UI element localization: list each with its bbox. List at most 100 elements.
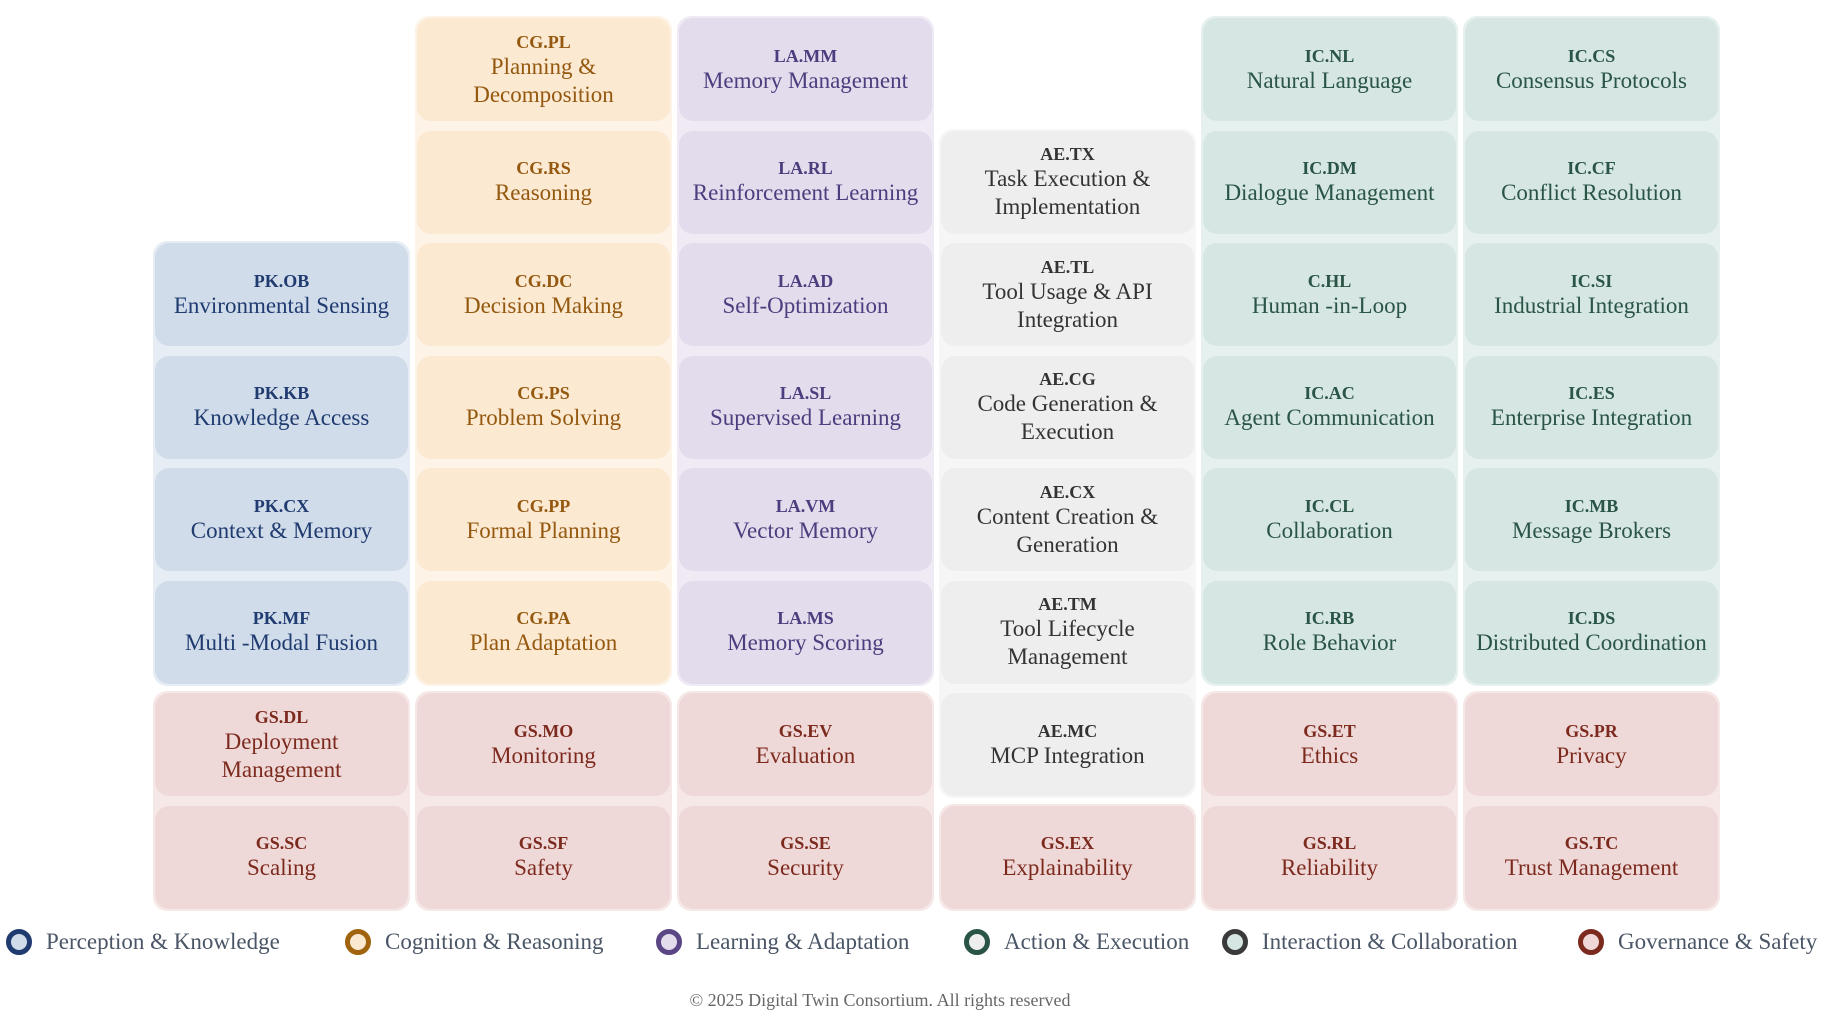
capability-name: Message Brokers <box>1511 517 1672 543</box>
capability-code: GS.SE <box>780 833 831 853</box>
capability-code: GS.SF <box>518 833 569 853</box>
capability-code: IC.NL <box>1304 45 1355 66</box>
legend-ring-icon <box>964 929 990 955</box>
capability-code: IC.CF <box>1567 158 1616 178</box>
legend-ring-icon <box>1578 929 1604 955</box>
capability-code: LA.VM <box>775 495 836 516</box>
capability-code: GS.DL <box>254 706 309 727</box>
capability-name: Memory Scoring <box>727 630 884 655</box>
capability-name: Trust Management <box>1504 855 1679 880</box>
capability-code: AE.TL <box>1040 256 1095 277</box>
capability-code: GS.EX <box>1040 833 1095 853</box>
legend-label: Governance & Safety <box>1618 929 1818 954</box>
capability-code: LA.AD <box>777 270 834 291</box>
capability-code: GS.TC <box>1564 833 1619 853</box>
capability-name: Natural Language <box>1246 67 1413 93</box>
capability-name: Distributed Coordination <box>1476 630 1707 655</box>
legend-item: Governance & Safety <box>1578 922 1817 962</box>
capability-name: Supervised Learning <box>710 405 901 430</box>
capability-name: Problem Solving <box>465 405 622 430</box>
capability-code: AE.CG <box>1039 369 1096 389</box>
category-band <box>1463 16 1720 686</box>
legend-item: Interaction & Collaboration <box>1222 922 1517 962</box>
capability-name: Monitoring <box>491 742 596 768</box>
capability-name: Task Execution & Implementation <box>984 166 1151 219</box>
capability-name: Reinforcement Learning <box>692 180 919 205</box>
capability-name: Collaboration <box>1266 517 1393 543</box>
capability-code: LA.MM <box>773 45 838 66</box>
capability-code: GS.SC <box>255 833 308 853</box>
capability-code: C.HL <box>1307 270 1352 291</box>
capability-name: Context & Memory <box>190 517 373 543</box>
legend-item: Action & Execution <box>964 922 1189 962</box>
capability-name: Enterprise Integration <box>1490 405 1693 430</box>
capability-name: Privacy <box>1556 742 1627 768</box>
category-band <box>939 128 1196 798</box>
capability-name: Consensus Protocols <box>1495 67 1688 93</box>
capability-name: Explainability <box>1002 855 1133 880</box>
legend-label: Cognition & Reasoning <box>385 929 604 954</box>
capability-name: Deployment Management <box>221 728 342 782</box>
capability-code: CG.DC <box>514 270 573 291</box>
capability-name: Formal Planning <box>466 517 621 543</box>
category-band <box>415 16 672 686</box>
capability-name: Evaluation <box>755 742 856 768</box>
capability-code: IC.CS <box>1567 45 1616 66</box>
capability-name: Decision Making <box>463 292 624 318</box>
capability-name: Environmental Sensing <box>173 292 390 318</box>
capability-name: Self-Optimization <box>722 292 889 318</box>
capability-code: GS.PR <box>1565 720 1618 741</box>
legend-ring-icon <box>6 929 32 955</box>
copyright-notice: © 2025 Digital Twin Consortium. All righ… <box>689 990 1071 1010</box>
capability-code: IC.DS <box>1567 608 1616 628</box>
capability-name: Ethics <box>1300 742 1359 768</box>
capability-code: IC.MB <box>1564 495 1619 516</box>
capability-code: CG.PL <box>516 31 571 52</box>
capability-code: IC.ES <box>1568 383 1615 403</box>
capability-code: LA.SL <box>779 383 832 403</box>
legend-label: Learning & Adaptation <box>696 929 910 954</box>
capability-code: IC.CL <box>1304 495 1355 516</box>
capability-code: CG.RS <box>516 158 571 178</box>
capability-name: Dialogue Management <box>1224 180 1435 205</box>
capability-code: AE.TM <box>1038 594 1097 614</box>
category-band <box>677 16 934 686</box>
capability-code: AE.MC <box>1037 720 1098 741</box>
capability-code: CG.PS <box>517 383 570 403</box>
legend-item: Learning & Adaptation <box>656 922 909 962</box>
capability-code: LA.RL <box>778 158 833 178</box>
capability-name: Tool Lifecycle Management <box>1000 616 1135 669</box>
capability-name: Industrial Integration <box>1494 292 1689 318</box>
legend-label: Perception & Knowledge <box>46 929 280 954</box>
capability-code: GS.MO <box>513 720 574 741</box>
capability-name: Conflict Resolution <box>1501 180 1682 205</box>
capability-name: Memory Management <box>702 67 909 93</box>
